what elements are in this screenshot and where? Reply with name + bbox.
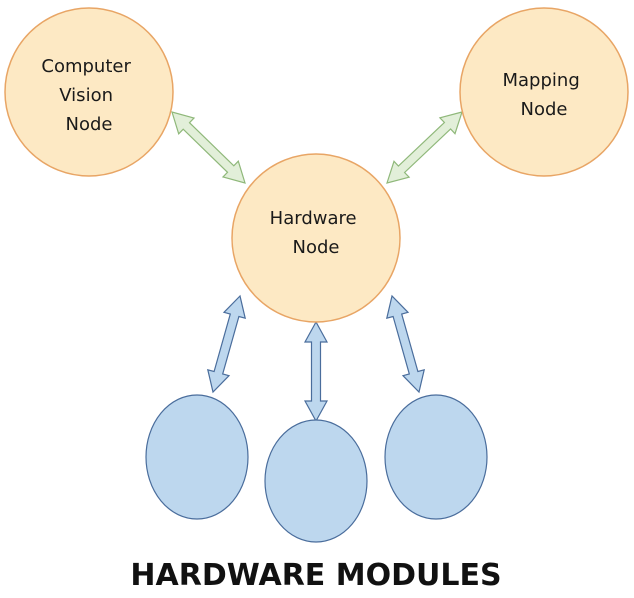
arrow-vision-hardware (171, 111, 246, 184)
arrow-mapping-hardware (386, 111, 463, 184)
hardware-label-line-2: Node (293, 237, 340, 258)
arrow-hardware-module-left (206, 294, 247, 394)
hardware-module-right (384, 394, 488, 520)
svg-text:Mapping Node: Mapping Node (503, 70, 586, 120)
hardware-module-left (145, 394, 249, 520)
mapping-label-line-2: Node (521, 99, 568, 120)
hardware-modules-caption: HARDWARE MODULES (130, 558, 501, 593)
computer-vision-label-line-1: Computer (41, 56, 131, 77)
svg-text:Hardware Node: Hardware Node (270, 208, 363, 258)
hardware-label-line-1: Hardware (270, 208, 357, 229)
computer-vision-label-line-2: Vision (59, 85, 113, 106)
mapping-node: Mapping Node (459, 7, 629, 177)
arrow-hardware-module-right (385, 294, 426, 394)
hardware-module-center (264, 419, 368, 543)
arrow-hardware-module-center (303, 320, 329, 423)
computer-vision-label-line-3: Node (66, 114, 113, 135)
svg-text:Computer Vision No: Computer Vision Node (41, 56, 136, 135)
computer-vision-node: Computer Vision Node (4, 7, 174, 177)
mapping-label-line-1: Mapping (503, 70, 580, 91)
hardware-node: Hardware Node (231, 153, 401, 323)
